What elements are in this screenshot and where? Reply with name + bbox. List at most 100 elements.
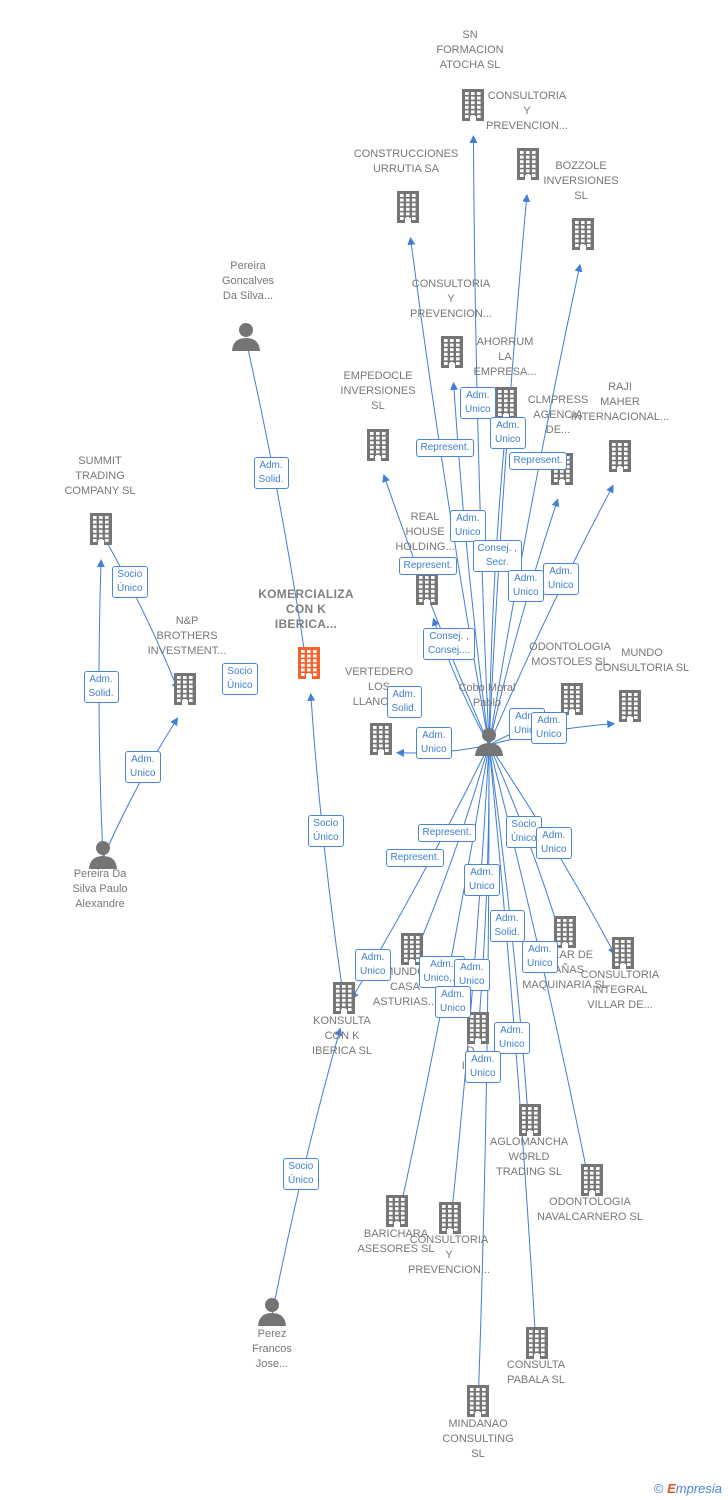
building-icon-cyp1[interactable] — [514, 146, 542, 185]
building-icon-villar_canas[interactable] — [551, 914, 579, 953]
relation-badge[interactable]: Adm.Unico — [435, 986, 471, 1018]
relation-badge[interactable]: Adm.Unico — [460, 387, 496, 419]
building-icon-np[interactable] — [171, 671, 199, 710]
building-icon-komercializa[interactable] — [295, 645, 323, 684]
relation-badge[interactable]: Adm.Solid. — [253, 457, 289, 489]
relation-badge[interactable]: Consej. ,Consej.... — [423, 628, 476, 660]
building-icon-cyp2[interactable] — [438, 334, 466, 373]
building-icon-real[interactable] — [413, 571, 441, 610]
building-icon-villar_int[interactable] — [609, 935, 637, 974]
relation-badge[interactable]: Adm.Unico — [465, 1051, 501, 1083]
relation-text: Adm. — [514, 573, 538, 584]
relation-badge[interactable]: Adm.Unico — [531, 712, 567, 744]
building-icon-barichara[interactable] — [383, 1193, 411, 1232]
relation-badge[interactable]: Represent. — [385, 849, 445, 867]
building-icon-navalcarnero[interactable] — [578, 1162, 606, 1201]
relation-badge[interactable]: Consej. ,Secr. — [472, 540, 522, 572]
relation-badge[interactable]: Adm.Solid. — [489, 910, 525, 942]
building-icon-empedocle[interactable] — [364, 427, 392, 466]
person-icon-perez[interactable] — [257, 1296, 287, 1331]
relation-text: Adm. — [500, 1025, 524, 1036]
building-icon-urrutia[interactable] — [394, 189, 422, 228]
building-icon-dinv[interactable] — [464, 1010, 492, 1049]
edge-summit-to-np — [100, 531, 180, 691]
relation-badge[interactable]: Adm.Unico — [416, 727, 452, 759]
person-icon-pereira_g[interactable] — [231, 321, 261, 356]
relation-badge[interactable]: Represent. — [508, 452, 568, 470]
relation-badge[interactable]: Adm.Unico — [450, 510, 486, 542]
relation-badge[interactable]: Adm.Unico — [490, 417, 526, 449]
relation-badge[interactable]: Adm.Unico — [464, 864, 500, 896]
person-icon-pereira_p[interactable] — [88, 839, 118, 874]
building-icon-ahorrum[interactable] — [492, 385, 520, 424]
relation-badge[interactable]: Represent. — [398, 557, 458, 575]
relation-badge[interactable]: Adm.Solid. — [83, 671, 119, 703]
relation-text: Solid. — [494, 927, 520, 938]
relation-badge[interactable]: Adm.Unico — [543, 563, 579, 595]
building-icon-bozzole[interactable] — [569, 216, 597, 255]
person-icon-cobo[interactable] — [474, 726, 504, 761]
relation-text: Unico — [465, 404, 491, 415]
node-label-line: SN — [462, 29, 478, 41]
building-icon-sn[interactable] — [459, 87, 487, 126]
relation-text: Adm. — [361, 952, 385, 963]
node-label-line: CONSULTING — [442, 1433, 514, 1445]
node-label-line: ASTURIAS... — [372, 996, 438, 1008]
relation-badge[interactable]: Adm.Unico — [454, 959, 490, 991]
building-icon-cyp3[interactable] — [436, 1200, 464, 1239]
building-icon-aglomancha[interactable] — [516, 1102, 544, 1141]
relation-badge[interactable]: Represent. — [415, 439, 475, 457]
relation-badge[interactable]: Adm.Unico — [536, 827, 572, 859]
relation-badge[interactable]: Adm.Solid. — [386, 686, 422, 718]
building-icon-mundo[interactable] — [616, 688, 644, 727]
relation-badge[interactable]: Adm.Unico — [125, 751, 161, 783]
building-icon-summit[interactable] — [87, 511, 115, 550]
relation-badge[interactable]: Represent. — [417, 824, 477, 842]
building-icon-mindanao[interactable] — [464, 1383, 492, 1422]
building-icon-konsulta[interactable] — [330, 980, 358, 1019]
node-label-line: ASESORES SL — [357, 1243, 435, 1255]
building-icon-mostoles[interactable] — [558, 681, 586, 720]
building-icon-pabala[interactable] — [523, 1325, 551, 1364]
building-icon-vertedero[interactable] — [367, 721, 395, 760]
relation-badge[interactable]: Adm.Unico — [508, 570, 544, 602]
relation-badge[interactable]: Adm.Unico — [355, 949, 391, 981]
building-icon-casa_ast[interactable] — [398, 931, 426, 970]
building-icon-raji[interactable] — [606, 438, 634, 477]
relation-badge[interactable]: Adm.Unico — [522, 941, 558, 973]
relation-badge[interactable]: Adm.Unico — [494, 1022, 530, 1054]
